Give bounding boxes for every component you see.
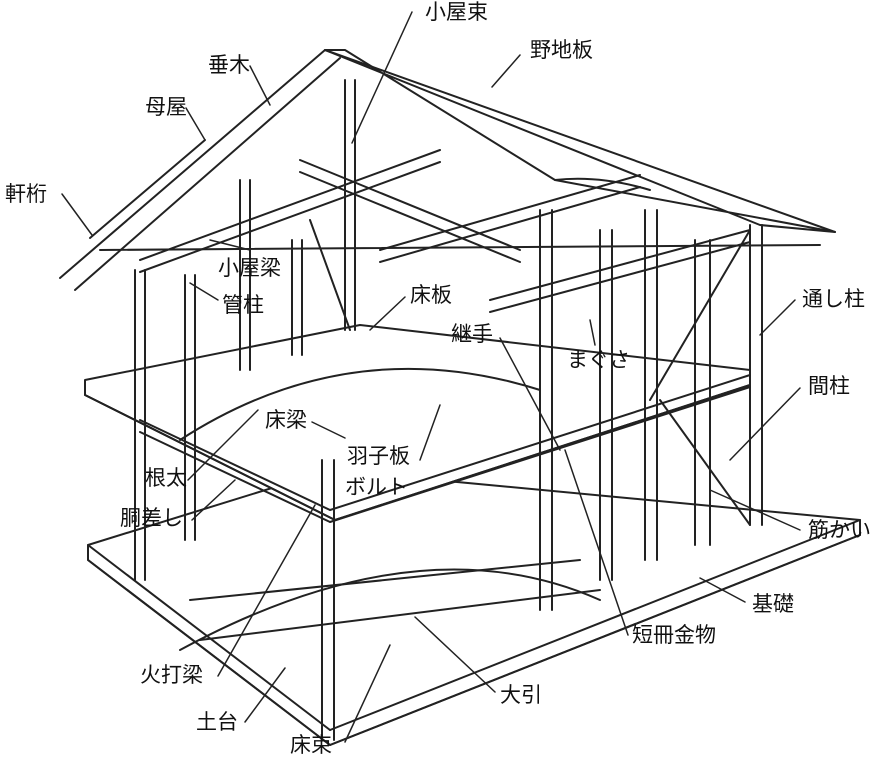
label-oobiki: 大引 (500, 683, 542, 707)
label-moya: 母屋 (145, 95, 187, 119)
label-tsugite: 継手 (451, 322, 493, 346)
second-floor-deck (84, 324, 751, 651)
label-sujikai: 筋かい (808, 518, 871, 542)
beams (139, 149, 751, 641)
label-koyazuka: 小屋束 (425, 0, 488, 24)
leader-lines (61, 11, 801, 743)
label-koyabari: 小屋梁 (218, 256, 281, 280)
foundation (87, 469, 861, 746)
label-kudabashira: 管柱 (222, 293, 264, 317)
label-toshibashira: 通し柱 (802, 287, 865, 311)
label-magusa: まぐさ (567, 348, 630, 372)
label-taruki: 垂木 (208, 53, 250, 77)
label-nojiita: 野地板 (530, 38, 593, 62)
roof (59, 49, 836, 291)
label-yukabari: 床梁 (265, 408, 307, 432)
label-kiso: 基礎 (752, 592, 794, 616)
label-yukazuka: 床束 (290, 733, 332, 757)
label-hagoita: 羽子板 (347, 444, 410, 468)
label-dodai: 土台 (196, 710, 238, 734)
label-dousashi: 胴差し (120, 506, 183, 530)
label-yuka-ita: 床板 (410, 283, 452, 307)
label-mabashira: 間柱 (808, 374, 850, 398)
label-bolt: ボルト (345, 475, 408, 499)
label-nokigeta: 軒桁 (5, 182, 47, 206)
label-hiuchibari: 火打梁 (140, 663, 203, 687)
label-neda: 根太 (145, 466, 187, 490)
label-tanzaku: 短冊金物 (632, 623, 716, 647)
